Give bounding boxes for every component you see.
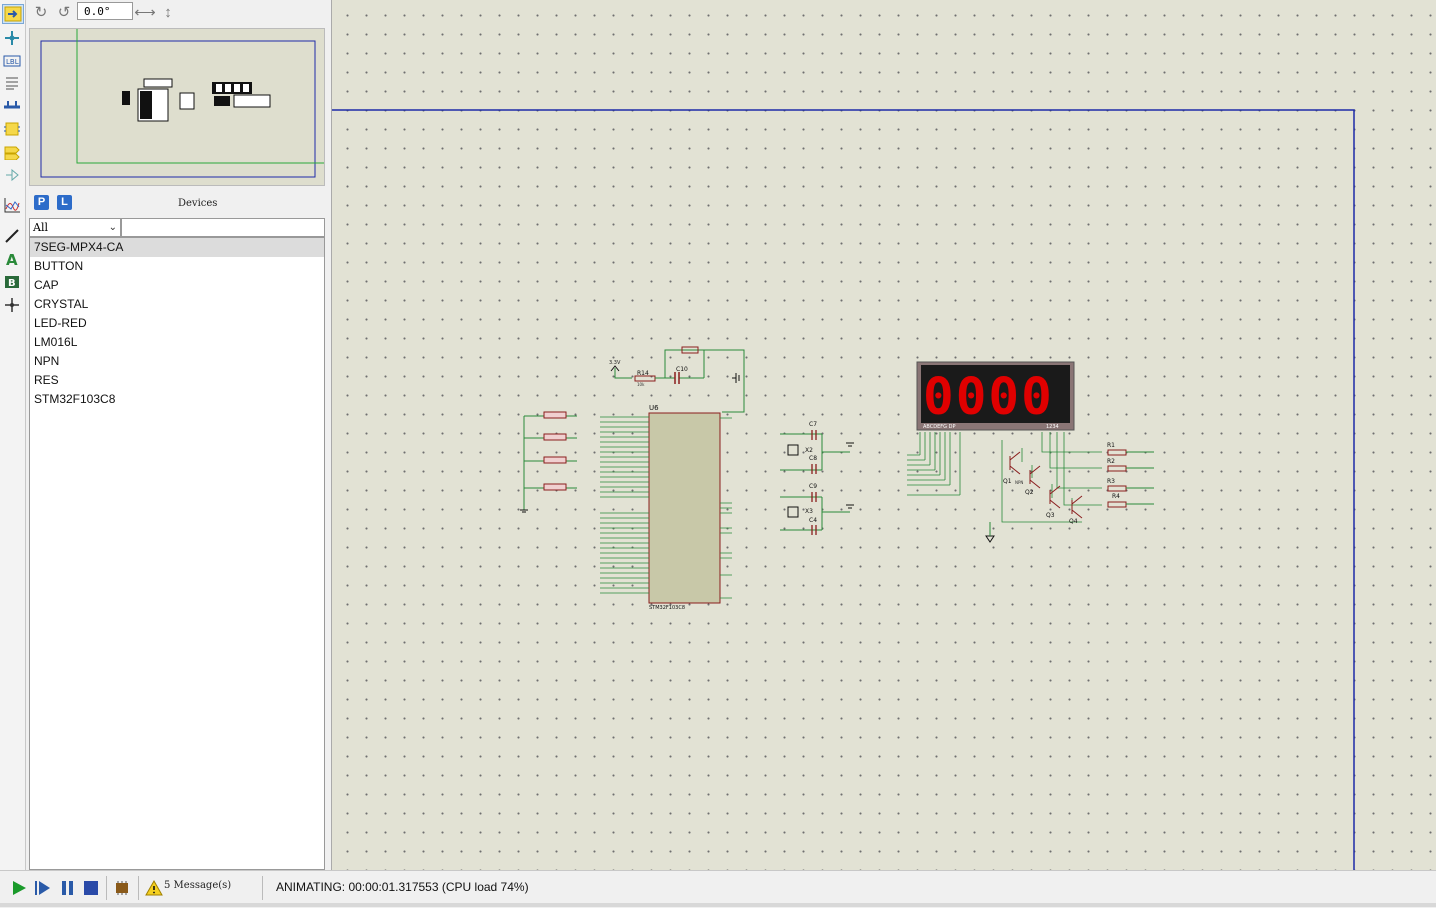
svg-text:C10: C10 xyxy=(676,366,688,373)
svg-text:3.3V: 3.3V xyxy=(609,360,621,366)
chevron-down-icon: ⌄ xyxy=(108,222,117,233)
svg-text:1234: 1234 xyxy=(1046,424,1059,430)
svg-text:Q1: Q1 xyxy=(1003,478,1012,485)
device-item[interactable]: LED-RED xyxy=(34,316,87,330)
pick-device-button[interactable]: P xyxy=(34,195,49,210)
rotate-clockwise-icon[interactable]: ↻ xyxy=(34,4,48,21)
wire-label-icon[interactable]: LBL xyxy=(2,52,22,70)
svg-text:C7: C7 xyxy=(809,421,817,428)
device-item[interactable]: CAP xyxy=(34,278,59,292)
svg-text:R4: R4 xyxy=(1112,493,1120,500)
orientation-toolbar: ↻ ↺ 0.0° ⟷ ↕ xyxy=(26,0,328,25)
library-manager-button[interactable]: L xyxy=(57,195,72,210)
svg-text:C4: C4 xyxy=(809,517,817,524)
svg-text:ABCDEFG DP: ABCDEFG DP xyxy=(923,424,955,430)
device-item[interactable]: 7SEG-MPX4-CA xyxy=(30,238,324,257)
text-icon[interactable]: A xyxy=(2,250,22,268)
left-panel: ↻ ↺ 0.0° ⟷ ↕ P L xyxy=(26,0,328,870)
terminal-icon[interactable] xyxy=(2,143,22,161)
svg-text:R3: R3 xyxy=(1107,478,1115,485)
device-item[interactable]: BUTTON xyxy=(34,259,84,273)
reset-circuit: 3.3V R14 10k C10 xyxy=(609,346,745,413)
device-list[interactable]: 7SEG-MPX4-CA BUTTON CAP CRYSTAL LED-RED … xyxy=(29,237,325,870)
device-item[interactable]: NPN xyxy=(34,354,60,368)
component-icon[interactable] xyxy=(2,29,22,47)
svg-text:10k: 10k xyxy=(637,382,645,387)
svg-text:C9: C9 xyxy=(809,483,817,490)
driver-transistors: Q1 Q2 Q3 Q4 NPN R1 R2 R3 R4 xyxy=(985,432,1154,543)
overview-window[interactable] xyxy=(29,28,325,186)
mirror-horizontal-icon[interactable]: ⟷ xyxy=(134,4,156,21)
svg-text:U6: U6 xyxy=(649,404,659,412)
schematic-canvas[interactable]: 3.3V R14 10k C10 U6 STM32F xyxy=(331,0,1436,870)
device-search-input[interactable] xyxy=(121,218,325,237)
svg-text:A: A xyxy=(6,251,18,267)
bus-icon[interactable] xyxy=(2,97,22,115)
svg-text:Q4: Q4 xyxy=(1069,518,1078,525)
devices-title: Devices xyxy=(178,198,218,209)
svg-text:X3: X3 xyxy=(805,508,813,515)
display-digits: 0000 xyxy=(923,368,1054,427)
device-item[interactable]: LM016L xyxy=(34,335,78,349)
device-item[interactable]: RES xyxy=(34,373,59,387)
filter-value: All xyxy=(33,221,48,234)
device-item[interactable]: STM32F103C8 xyxy=(34,392,116,406)
rotate-anticlockwise-icon[interactable]: ↺ xyxy=(57,4,71,21)
svg-text:X2: X2 xyxy=(805,447,813,454)
svg-text:STM32F103C8: STM32F103C8 xyxy=(649,605,685,611)
overview-circuit-thumbnail xyxy=(122,78,271,122)
svg-text:B: B xyxy=(8,278,16,289)
mirror-vertical-icon[interactable]: ↕ xyxy=(164,3,172,21)
svg-text:R14: R14 xyxy=(637,370,649,377)
svg-text:NPN: NPN xyxy=(1015,480,1023,485)
device-pin-icon[interactable] xyxy=(2,166,22,184)
stop-icon[interactable] xyxy=(82,879,100,897)
marker-icon[interactable] xyxy=(2,296,22,314)
stm32-microcontroller: U6 STM32F103C8 xyxy=(600,404,732,611)
pause-icon[interactable] xyxy=(58,879,76,897)
button-group xyxy=(520,411,577,513)
subcircuit-icon[interactable] xyxy=(2,120,22,138)
warning-icon[interactable] xyxy=(145,879,163,897)
play-icon[interactable] xyxy=(10,879,28,897)
device-filter-select[interactable]: All ⌄ xyxy=(29,218,121,237)
devices-header: P L Devices xyxy=(26,193,328,215)
mode-toolbar: LBL A B xyxy=(0,0,26,870)
crystal-circuits: X2 X3 C7 C8 C9 C4 xyxy=(780,421,854,535)
step-icon[interactable] xyxy=(34,879,52,897)
selection-icon[interactable] xyxy=(2,4,24,24)
bottom-edge xyxy=(0,903,1436,907)
rotation-angle-field[interactable]: 0.0° xyxy=(77,2,133,20)
svg-text:R1: R1 xyxy=(1107,442,1115,449)
status-bar: 5 Message(s) ANIMATING: 00:00:01.317553 … xyxy=(0,870,1436,908)
svg-text:Q3: Q3 xyxy=(1046,512,1055,519)
symbol-icon[interactable]: B xyxy=(2,273,22,291)
chip-icon[interactable] xyxy=(113,879,131,897)
device-item[interactable]: CRYSTAL xyxy=(34,297,89,311)
separator xyxy=(138,876,139,900)
separator xyxy=(262,876,263,900)
seven-segment-display: 0000 ABCDEFG DP 1234 xyxy=(907,361,1075,496)
svg-text:C8: C8 xyxy=(809,455,817,462)
svg-text:LBL: LBL xyxy=(6,58,19,66)
message-count[interactable]: 5 Message(s) xyxy=(164,880,232,891)
line-icon[interactable] xyxy=(2,227,22,245)
animation-status: ANIMATING: 00:00:01.317553 (CPU load 74%… xyxy=(276,880,529,894)
text-script-icon[interactable] xyxy=(2,74,22,92)
svg-text:R2: R2 xyxy=(1107,458,1115,465)
sheet-border xyxy=(332,109,1355,870)
svg-text:Q2: Q2 xyxy=(1025,489,1034,496)
graph-icon[interactable] xyxy=(2,196,22,214)
separator xyxy=(106,876,107,900)
